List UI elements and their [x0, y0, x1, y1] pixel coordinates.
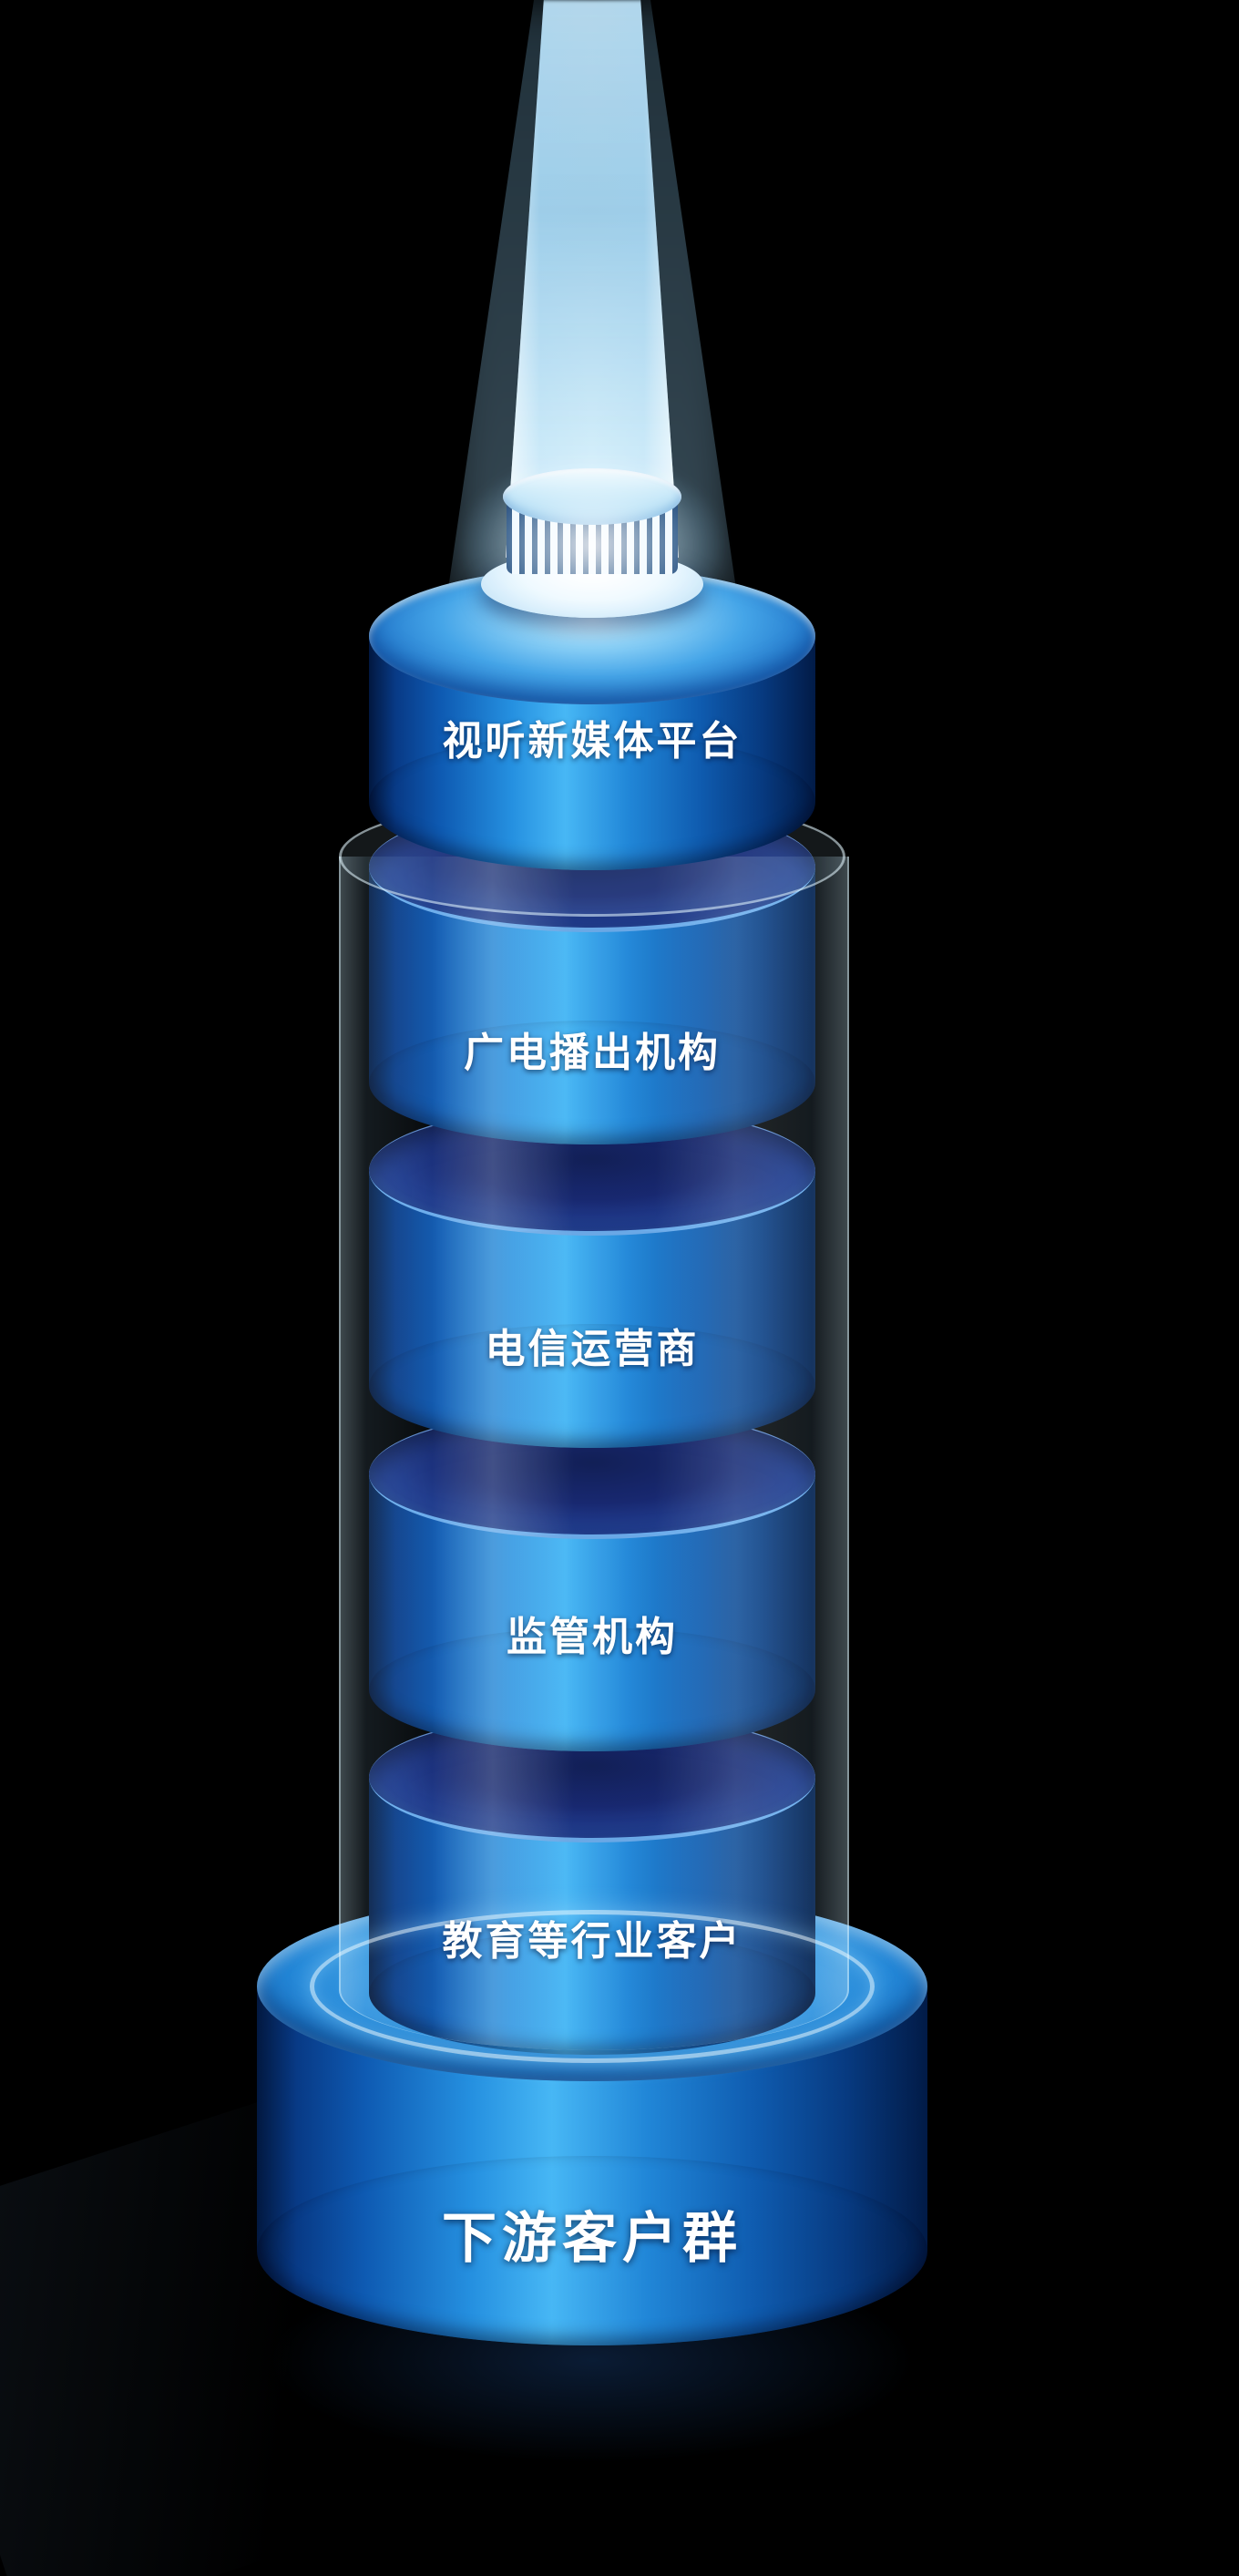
tube-seat-ring — [310, 1910, 875, 2063]
segment-1-label: 视听新媒体平台 — [442, 719, 742, 764]
base-label: 下游客户群 — [442, 2208, 742, 2269]
segment-2-label: 广电播出机构 — [464, 1031, 721, 1075]
beam-cap-glow — [419, 426, 765, 663]
segment-4-cylinder — [369, 1409, 815, 1751]
segment-4-bottom — [369, 1627, 815, 1751]
segment-5-label: 教育等行业客户 — [442, 1919, 742, 1964]
segment-3-cylinder — [369, 1105, 815, 1448]
segment-4-label: 监管机构 — [507, 1615, 678, 1659]
base-cylinder-bottom — [257, 2156, 927, 2345]
segment-3-bottom — [369, 1324, 815, 1448]
segment-2-bottom — [369, 1021, 815, 1144]
segment-1-bottom — [369, 734, 815, 870]
segment-3-label: 电信运营商 — [485, 1327, 700, 1371]
